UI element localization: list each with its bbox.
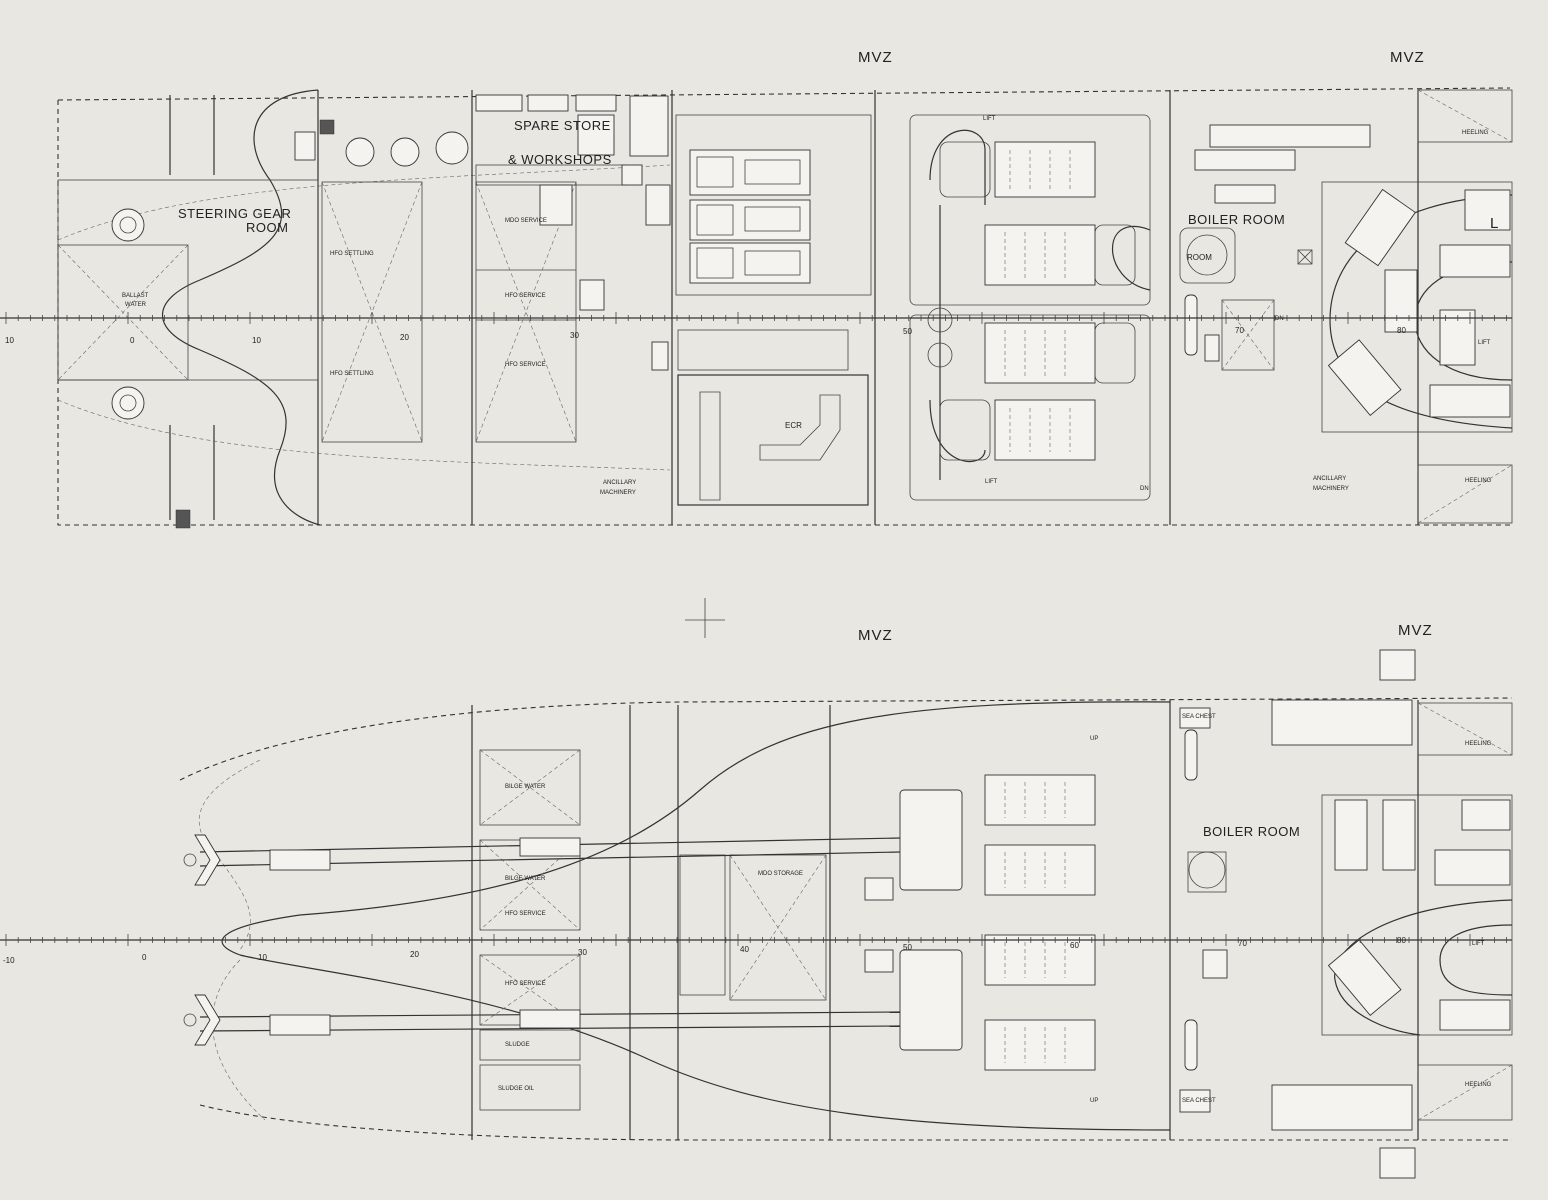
frame-number: 60 [1070, 941, 1079, 950]
frame-number: 80 [1397, 326, 1406, 335]
mvz-label: MVZ [858, 49, 893, 66]
boiler-room-label: BOILER ROOM [1188, 212, 1285, 227]
lower-hull-form-curve [221, 701, 1171, 1131]
lift-label: LIFT [985, 479, 998, 485]
lower-deck-plan [0, 649, 1513, 1179]
frame-number: 0 [142, 953, 147, 962]
registration-crosshair [685, 598, 725, 638]
frame-number: 50 [903, 943, 912, 952]
bilge-water-label: BILGE WATER [505, 876, 546, 882]
frame-number: 10 [252, 336, 261, 345]
boiler-room-label: BOILER ROOM [1203, 824, 1300, 839]
frame-number: 30 [578, 948, 587, 957]
dn-label: DN [1140, 486, 1149, 492]
sea-chest-label: SEA CHEST [1182, 714, 1216, 720]
mvz-label: MVZ [1390, 49, 1425, 66]
heeling-label: HEELING [1465, 478, 1492, 484]
frame-number: 10 [258, 953, 267, 962]
ballast-water-label: WATER [125, 302, 147, 308]
heeling-label: HEELING [1462, 130, 1489, 136]
steering-gear-room-label: ROOM [246, 220, 288, 235]
frame-number: 50 [903, 327, 912, 336]
lower-hull-outline [179, 697, 1513, 1141]
hfo-service-label: HFO SERVICE [505, 981, 546, 987]
ancillary-machinery-label: MACHINERY [1313, 486, 1349, 492]
lift-label: LIFT [983, 116, 996, 122]
ecr-label: ECR [785, 421, 802, 430]
frame-number: 40 [740, 945, 749, 954]
frame-number: 70 [1238, 939, 1247, 948]
upper-hull-outline [57, 87, 1511, 526]
hfo-settling-label: HFO SETTLING [330, 251, 374, 257]
frame-number: 20 [410, 950, 419, 959]
mvz-label: MVZ [1398, 622, 1433, 639]
upper-deck-plan [0, 87, 1513, 529]
heeling-label: HEELING [1465, 1082, 1492, 1088]
up-label: UP [1090, 736, 1098, 742]
mvz-label: MVZ [858, 627, 893, 644]
workshops-label: & WORKSHOPS [508, 152, 612, 167]
ballast-water-label: BALLAST [122, 293, 149, 299]
sludge-label: SLUDGE [505, 1042, 530, 1048]
sea-chest-label: SEA CHEST [1182, 1098, 1216, 1104]
dn-label: DN [1275, 316, 1284, 322]
sludge-oil-label: SLUDGE OIL [498, 1086, 535, 1092]
frame-number: 10 [5, 336, 14, 345]
ancillary-machinery-label: MACHINERY [600, 490, 636, 496]
l-label: L [1490, 215, 1499, 232]
mdo-storage-label: MDO STORAGE [758, 871, 803, 877]
up-label: UP [1090, 1098, 1098, 1104]
mdo-service-label: MDO SERVICE [505, 218, 547, 224]
bilge-water-label: BILGE WATER [505, 784, 546, 790]
frame-number: 80 [1397, 936, 1406, 945]
heeling-label: HEELING [1465, 741, 1492, 747]
lift-label: LIFT [1472, 941, 1485, 947]
frame-number: 0 [130, 336, 135, 345]
ancillary-machinery-label: ANCILLARY [603, 480, 636, 486]
steering-gear-room-label: STEERING GEAR [178, 206, 291, 221]
hfo-service-label: HFO SERVICE [505, 293, 546, 299]
bottom-frame-numbers: -10 0 10 20 30 40 50 60 70 80 [3, 936, 1406, 965]
frame-number: -10 [3, 956, 15, 965]
hfo-service-label: HFO SERVICE [505, 911, 546, 917]
frame-number: 20 [400, 333, 409, 342]
top-frame-numbers: 10 0 10 20 30 50 70 80 [5, 326, 1406, 345]
upper-stern-curve [161, 89, 321, 526]
frame-number: 70 [1235, 326, 1244, 335]
lift-label: LIFT [1478, 340, 1491, 346]
ancillary-machinery-label: ANCILLARY [1313, 476, 1346, 482]
frame-number: 30 [570, 331, 579, 340]
drawing-labels: MVZ MVZ MVZ MVZ STEERING GEAR ROOM SPARE… [122, 49, 1499, 1104]
spare-store-label: SPARE STORE [514, 118, 611, 133]
hfo-settling-label: HFO SETTLING [330, 371, 374, 377]
hfo-service-label: HFO SERVICE [505, 362, 546, 368]
room-label: ROOM [1187, 253, 1212, 262]
